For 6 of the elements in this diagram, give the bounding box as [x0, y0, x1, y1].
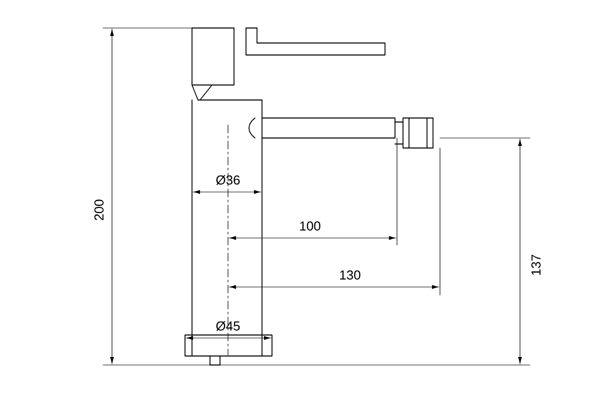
- dimension-label: Ø45: [216, 321, 240, 331]
- dimension-label: 137: [531, 254, 541, 275]
- dimension-label: 130: [340, 270, 360, 280]
- dimension-label: Ø36: [216, 175, 240, 185]
- dimension-label: 100: [300, 221, 320, 231]
- dimension-label: 200: [94, 200, 104, 220]
